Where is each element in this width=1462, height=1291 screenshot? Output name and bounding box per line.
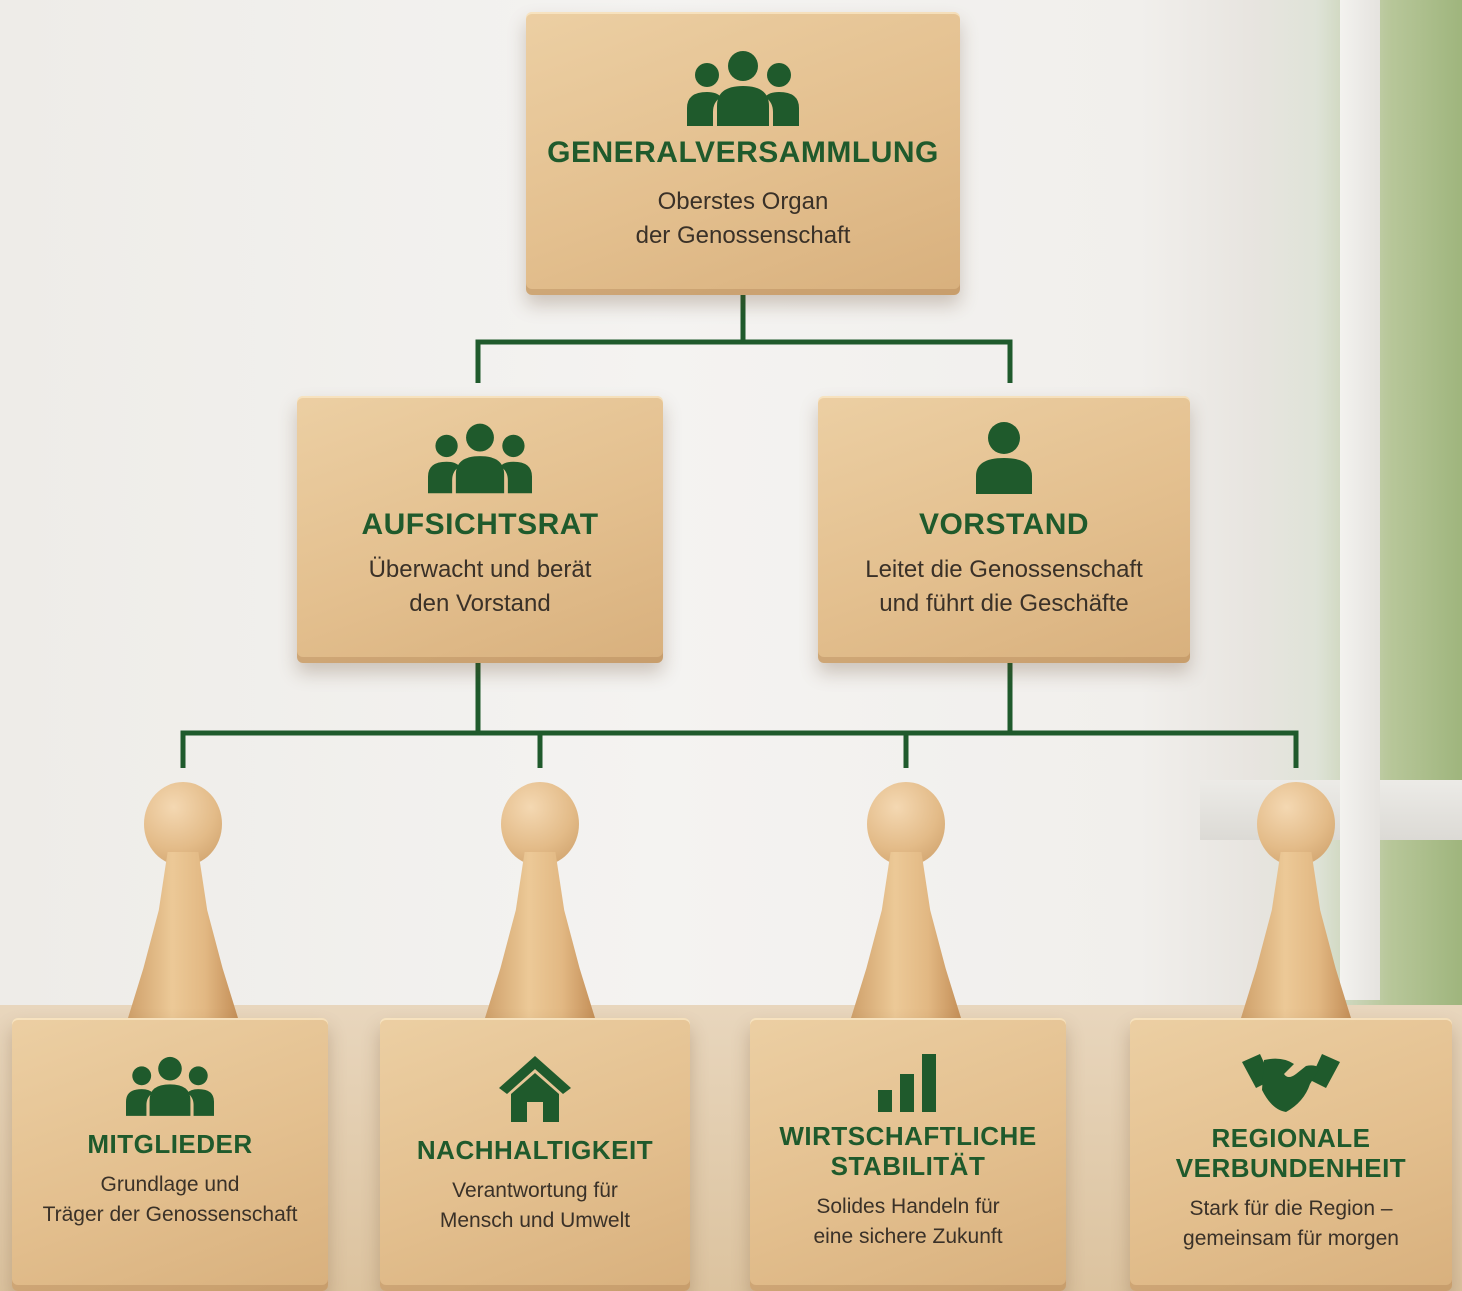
group-icon: [428, 423, 532, 494]
node-aufsichtsrat: AUFSICHTSRAT Überwacht und berät den Vor…: [297, 396, 663, 663]
node-description: Leitet die Genossenschaft und führt die …: [865, 553, 1143, 623]
node-title: NACHHALTIGKEIT: [416, 1135, 654, 1165]
node-mitglieder: MITGLIEDER Grundlage und Träger der Geno…: [12, 1018, 328, 1291]
node-title: REGIONALE VERBUNDENHEIT: [1175, 1123, 1407, 1184]
desc-line: der Genossenschaft: [635, 222, 851, 250]
handshake-icon: [1242, 1054, 1340, 1112]
desc-line: gemeinsam für morgen: [1183, 1227, 1399, 1251]
node-title: WIRTSCHAFTLICHE STABILITÄT: [779, 1121, 1037, 1182]
node-description: Stark für die Region – gemeinsam für mor…: [1183, 1194, 1399, 1255]
desc-line: Verantwortung für: [452, 1178, 618, 1202]
node-vorstand: VORSTAND Leitet die Genossenschaft und f…: [818, 396, 1190, 663]
group-icon: [126, 1056, 214, 1116]
pawn-figure: [128, 782, 238, 1018]
pawn-figure: [851, 782, 961, 1018]
node-regionale-verbundenheit: REGIONALE VERBUNDENHEIT Stark für die Re…: [1130, 1018, 1452, 1291]
desc-line: Solides Handeln für: [816, 1194, 1000, 1218]
title-line: STABILITÄT: [830, 1150, 986, 1181]
node-generalversammlung: GENERALVERSAMMLUNG Oberstes Organ der Ge…: [526, 12, 960, 295]
node-description: Grundlage und Träger der Genossenschaft: [43, 1170, 298, 1231]
desc-line: und führt die Geschäfte: [879, 590, 1129, 618]
person-icon: [976, 422, 1032, 494]
desc-line: den Vorstand: [409, 590, 551, 618]
title-line: VERBUNDENHEIT: [1175, 1152, 1407, 1183]
node-title: AUFSICHTSRAT: [361, 508, 599, 541]
node-title: GENERALVERSAMMLUNG: [547, 136, 939, 169]
pawn-figure: [1241, 782, 1351, 1018]
group-icon: [687, 51, 799, 126]
pawn-figure: [485, 782, 595, 1018]
node-nachhaltigkeit: NACHHALTIGKEIT Verantwortung für Mensch …: [380, 1018, 690, 1291]
desc-line: Mensch und Umwelt: [439, 1209, 631, 1233]
desc-line: Oberstes Organ: [657, 187, 829, 215]
bar-chart-icon: [878, 1054, 936, 1112]
window-frame: [1340, 0, 1380, 1000]
connector-bottom: [180, 663, 1299, 768]
node-description: Oberstes Organ der Genossenschaft: [636, 185, 851, 255]
node-description: Solides Handeln für eine sichere Zukunft: [813, 1192, 1002, 1253]
desc-line: Stark für die Region –: [1189, 1196, 1393, 1220]
desc-line: eine sichere Zukunft: [813, 1225, 1003, 1249]
title-line: REGIONALE: [1211, 1123, 1371, 1153]
node-title: VORSTAND: [918, 508, 1090, 541]
node-description: Überwacht und berät den Vorstand: [369, 553, 592, 623]
node-title: MITGLIEDER: [87, 1129, 253, 1159]
node-description: Verantwortung für Mensch und Umwelt: [440, 1176, 630, 1237]
node-wirtschaftliche-stabilitaet: WIRTSCHAFTLICHE STABILITÄT Solides Hande…: [750, 1018, 1066, 1291]
desc-line: Träger der Genossenschaft: [42, 1203, 298, 1227]
desc-line: Grundlage und: [100, 1172, 240, 1196]
desc-line: Leitet die Genossenschaft: [865, 555, 1143, 583]
desc-line: Überwacht und berät: [368, 555, 592, 583]
house-icon: [499, 1056, 571, 1122]
title-line: WIRTSCHAFTLICHE: [779, 1121, 1037, 1151]
connector-top: [475, 295, 1013, 383]
